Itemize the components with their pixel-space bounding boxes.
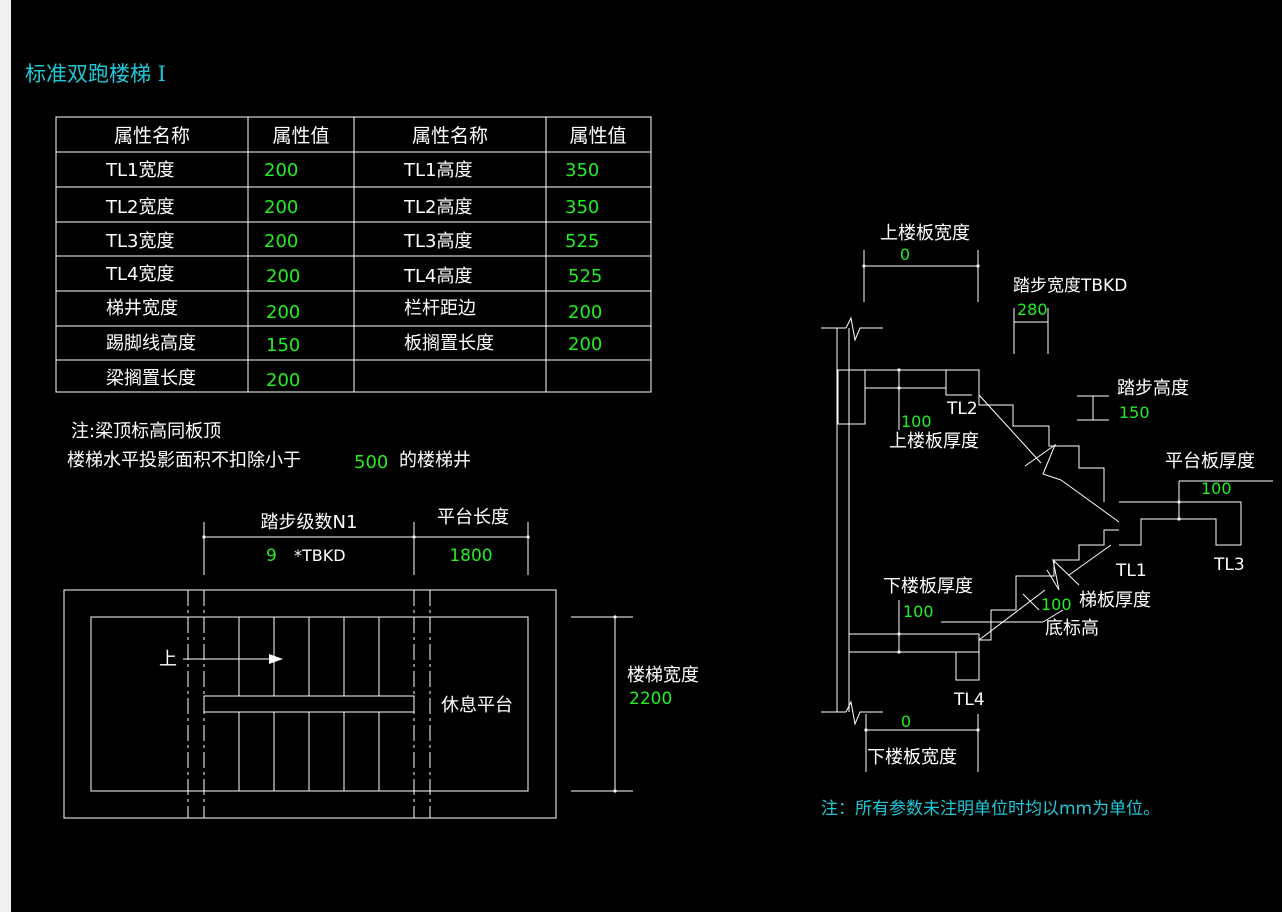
table-cell: 350 xyxy=(565,160,599,181)
drawing-canvas: 标准双跑楼梯 I 属性名称 属性值 属性名称 属性值 TL1宽度 200 TL1… xyxy=(11,0,1282,912)
table-cell: 200 xyxy=(264,231,298,252)
stair-drawing: 标准双跑楼梯 I 属性名称 属性值 属性名称 属性值 TL1宽度 200 TL1… xyxy=(25,62,1273,819)
note-area-suffix: 的楼梯井 xyxy=(399,450,471,471)
stair-slab-thickness-label: 梯板厚度 xyxy=(1079,590,1151,611)
table-cell: TL4宽度 xyxy=(105,264,174,285)
steps-count-value: 9 xyxy=(266,546,277,566)
stair-plan: 踏步级数N1 9 *TBKD 平台长度 1800 上 休息平台 xyxy=(63,507,699,819)
table-cell: 200 xyxy=(266,302,300,323)
table-cell: 踢脚线高度 xyxy=(106,333,196,354)
table-cell: 梁搁置长度 xyxy=(106,368,196,389)
lower-slab-width-value: 0 xyxy=(901,712,911,731)
upper-slab-thickness-label: 上楼板厚度 xyxy=(889,431,979,452)
tl1-label: TL1 xyxy=(1115,561,1147,581)
lower-slab-width-label: 下楼板宽度 xyxy=(867,747,957,768)
up-label: 上 xyxy=(159,649,177,670)
steps-count-unit: *TBKD xyxy=(294,546,346,565)
table-header-name-1: 属性名称 xyxy=(114,125,190,147)
note-area-value: 500 xyxy=(354,452,388,473)
tl3-label: TL3 xyxy=(1213,555,1245,575)
stair-well xyxy=(203,695,415,713)
landing-length-value: 1800 xyxy=(449,546,492,566)
upper-slab-width-label: 上楼板宽度 xyxy=(880,223,970,244)
table-cell: TL1宽度 xyxy=(105,160,174,181)
table-cell: 525 xyxy=(568,266,602,287)
plan-outer-wall xyxy=(63,589,557,819)
note-area-prefix: 楼梯水平投影面积不扣除小于 xyxy=(67,450,301,471)
table-cell: 200 xyxy=(264,197,298,218)
table-header-name-2: 属性名称 xyxy=(412,125,488,147)
upper-slab-width-value: 0 xyxy=(900,245,910,264)
table-cell: 200 xyxy=(264,160,298,181)
note-beam-top: 注:梁顶标高同板顶 xyxy=(71,421,221,442)
tl4-label: TL4 xyxy=(953,690,985,710)
attribute-table: 属性名称 属性值 属性名称 属性值 TL1宽度 200 TL1高度 350 TL… xyxy=(55,116,652,393)
table-cell: TL2高度 xyxy=(403,197,472,218)
table-cell: 525 xyxy=(565,231,599,252)
table-cell: 栏杆距边 xyxy=(404,298,476,319)
table-cell: 板搁置长度 xyxy=(404,333,494,354)
drawing-title: 标准双跑楼梯 I xyxy=(25,62,166,86)
table-cell: 150 xyxy=(266,335,300,356)
table-cell: 350 xyxy=(565,197,599,218)
riser-height-value: 150 xyxy=(1119,403,1150,422)
stair-slab-thickness-value: 100 xyxy=(1041,595,1072,614)
table-header-value-1: 属性值 xyxy=(272,125,329,147)
table-cell: TL3宽度 xyxy=(105,231,174,252)
lower-slab-thickness-value: 100 xyxy=(903,602,934,621)
units-note: 注：所有参数未注明单位时均以mm为单位。 xyxy=(821,799,1160,819)
table-cell: TL1高度 xyxy=(403,160,472,181)
platform-thickness-label: 平台板厚度 xyxy=(1165,451,1255,472)
upper-slab-thickness-value: 100 xyxy=(901,412,932,431)
table-cell: TL2宽度 xyxy=(105,197,174,218)
tread-width-value: 280 xyxy=(1017,300,1048,319)
bottom-elevation-label: 底标高 xyxy=(1045,618,1099,639)
table-header-value-2: 属性值 xyxy=(569,125,626,147)
stair-section: 上楼板宽度 0 踏步宽度TBKD 280 TL2 100 xyxy=(821,223,1273,772)
table-cell: TL3高度 xyxy=(403,231,472,252)
steps-count-label: 踏步级数N1 xyxy=(261,512,358,533)
stair-width-value: 2200 xyxy=(629,689,672,709)
lower-slab-thickness-label: 下楼板厚度 xyxy=(883,576,973,597)
table-cell: 梯井宽度 xyxy=(106,298,178,319)
tread-width-label: 踏步宽度TBKD xyxy=(1013,276,1127,296)
table-cell: 200 xyxy=(568,302,602,323)
table-cell: 200 xyxy=(266,266,300,287)
table-cell: TL4高度 xyxy=(403,266,472,287)
tl2-label: TL2 xyxy=(946,399,978,419)
riser-height-label: 踏步高度 xyxy=(1117,378,1189,399)
platform-thickness-value: 100 xyxy=(1201,479,1232,498)
table-cell: 200 xyxy=(266,370,300,391)
up-arrow-icon xyxy=(269,654,283,664)
table-cell: 200 xyxy=(568,334,602,355)
wall-bearing-block xyxy=(837,369,866,425)
stair-width-label: 楼梯宽度 xyxy=(627,665,699,686)
rest-platform-label: 休息平台 xyxy=(441,695,513,716)
landing-length-label: 平台长度 xyxy=(437,507,509,528)
